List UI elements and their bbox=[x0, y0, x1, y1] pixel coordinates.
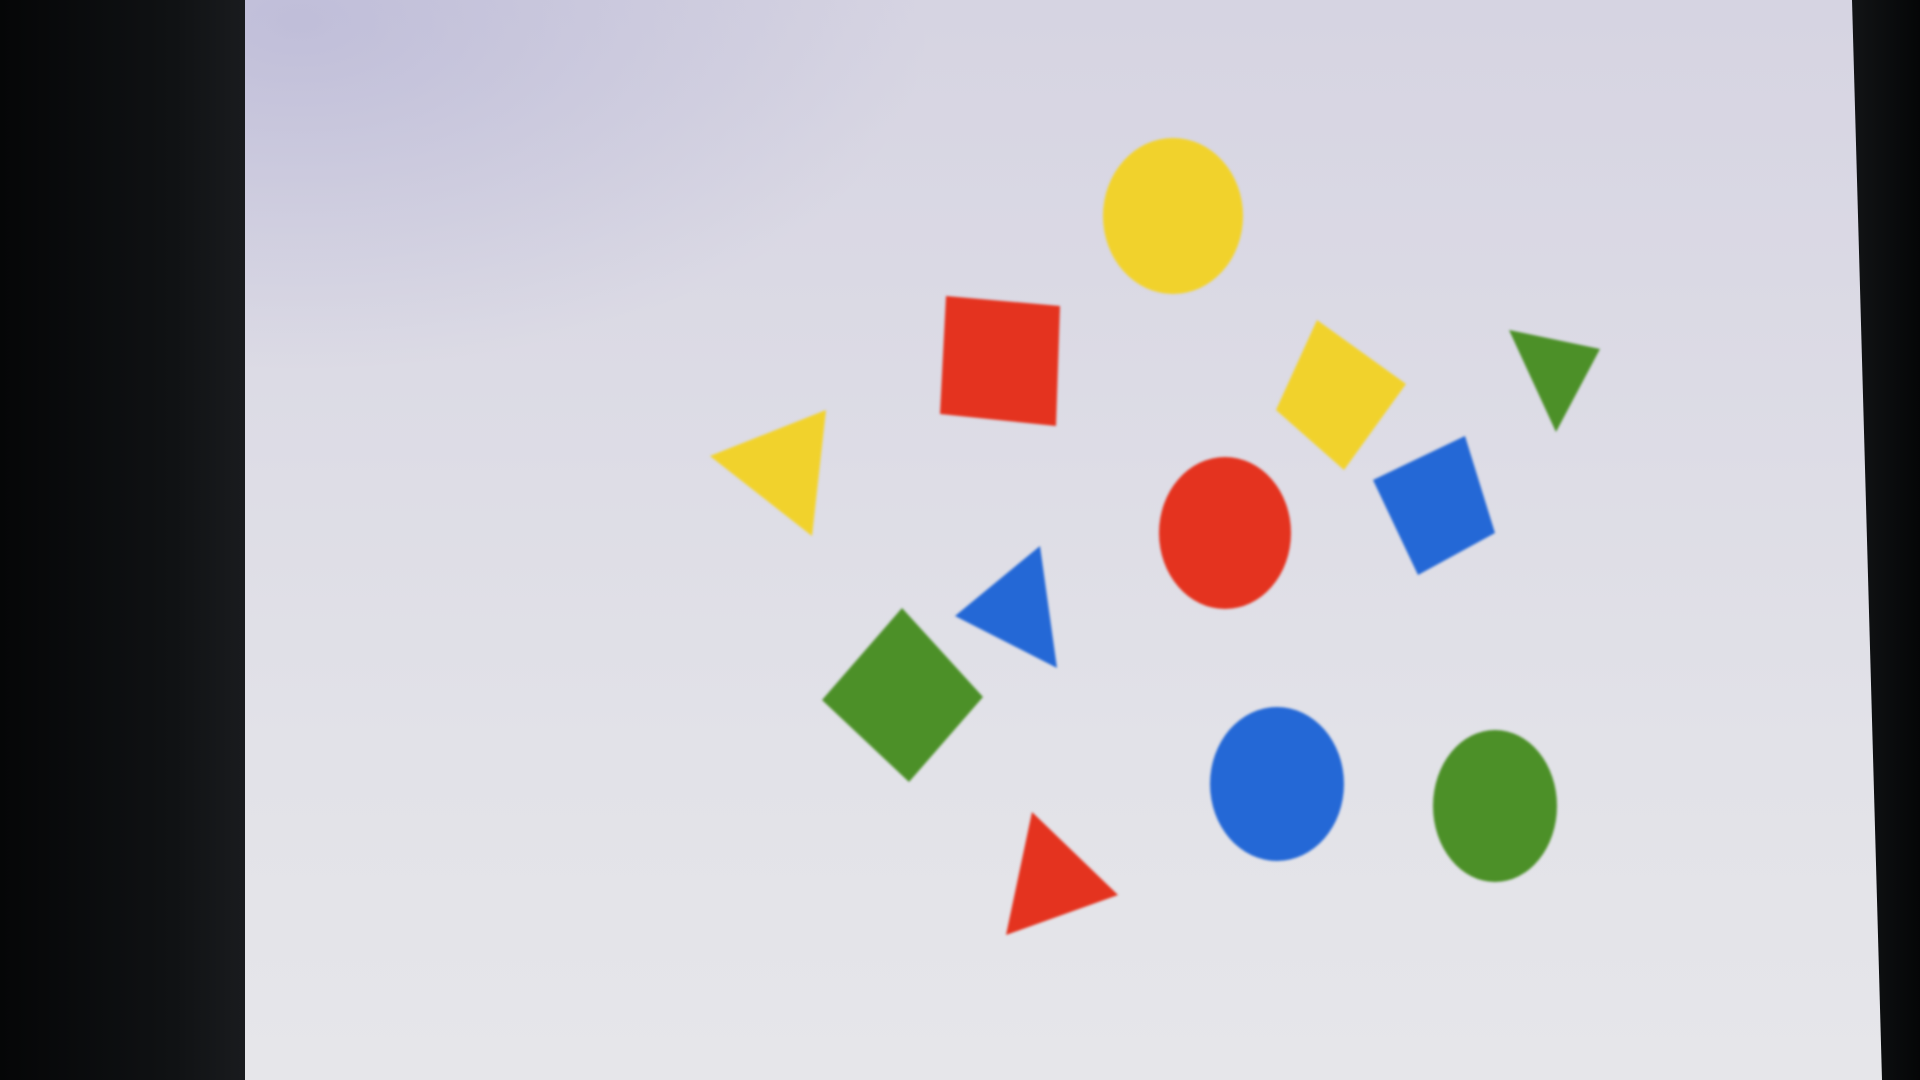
dark-background-left bbox=[0, 0, 250, 1080]
red-triangle bbox=[1006, 812, 1118, 935]
green-circle bbox=[1433, 730, 1557, 882]
blue-triangle bbox=[955, 546, 1057, 668]
green-triangle bbox=[1509, 330, 1600, 432]
yellow-triangle bbox=[710, 410, 826, 536]
yellow-square bbox=[1276, 320, 1406, 470]
green-square bbox=[822, 608, 983, 782]
red-circle bbox=[1159, 457, 1291, 609]
red-square bbox=[940, 296, 1060, 426]
blue-circle bbox=[1210, 707, 1344, 861]
yellow-circle bbox=[1103, 138, 1243, 294]
blue-square bbox=[1373, 436, 1495, 575]
